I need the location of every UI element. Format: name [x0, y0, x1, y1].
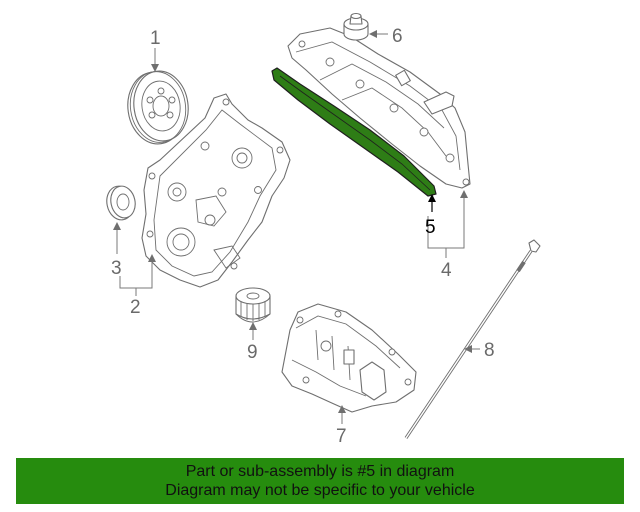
- crankshaft-pulley: [127, 70, 189, 145]
- parts-diagram: 1 2 3 4 5 6 7 8 9: [106, 12, 541, 447]
- leader-2: [119, 258, 153, 289]
- callout-7: 7: [336, 426, 347, 447]
- leader-8-arrow: [464, 345, 472, 353]
- leader-1-arrow: [151, 64, 159, 72]
- leader-4-arrow: [460, 190, 468, 198]
- callout-4: 4: [441, 260, 452, 281]
- callout-3: 3: [111, 258, 122, 279]
- callout-2: 2: [130, 297, 141, 318]
- crankshaft-seal: [106, 185, 136, 221]
- leader-9-arrow: [249, 322, 257, 330]
- valve-cover: [287, 27, 471, 189]
- callout-6: 6: [392, 26, 403, 47]
- banner-line-2: Diagram may not be specific to your vehi…: [165, 482, 475, 499]
- leader-3-arrow: [113, 222, 121, 230]
- callout-5: 5: [425, 217, 436, 238]
- valve-cover-gasket: [271, 67, 437, 197]
- leader-2-arrow: [148, 254, 156, 262]
- callout-9: 9: [247, 342, 258, 363]
- timing-cover: [141, 93, 291, 288]
- leader-5-arrow: [428, 194, 436, 202]
- leader-7-arrow: [338, 405, 346, 413]
- oil-filler-cap: [343, 12, 369, 41]
- oil-filter: [235, 287, 271, 323]
- part-info-banner: Part or sub-assembly is #5 in diagram Di…: [16, 458, 624, 504]
- banner-line-1: Part or sub-assembly is #5 in diagram: [185, 463, 455, 480]
- leader-6-arrow: [369, 30, 377, 38]
- oil-pan: [281, 303, 417, 413]
- oil-dipstick: [404, 239, 541, 439]
- callout-8: 8: [484, 340, 495, 361]
- callout-1: 1: [150, 28, 161, 49]
